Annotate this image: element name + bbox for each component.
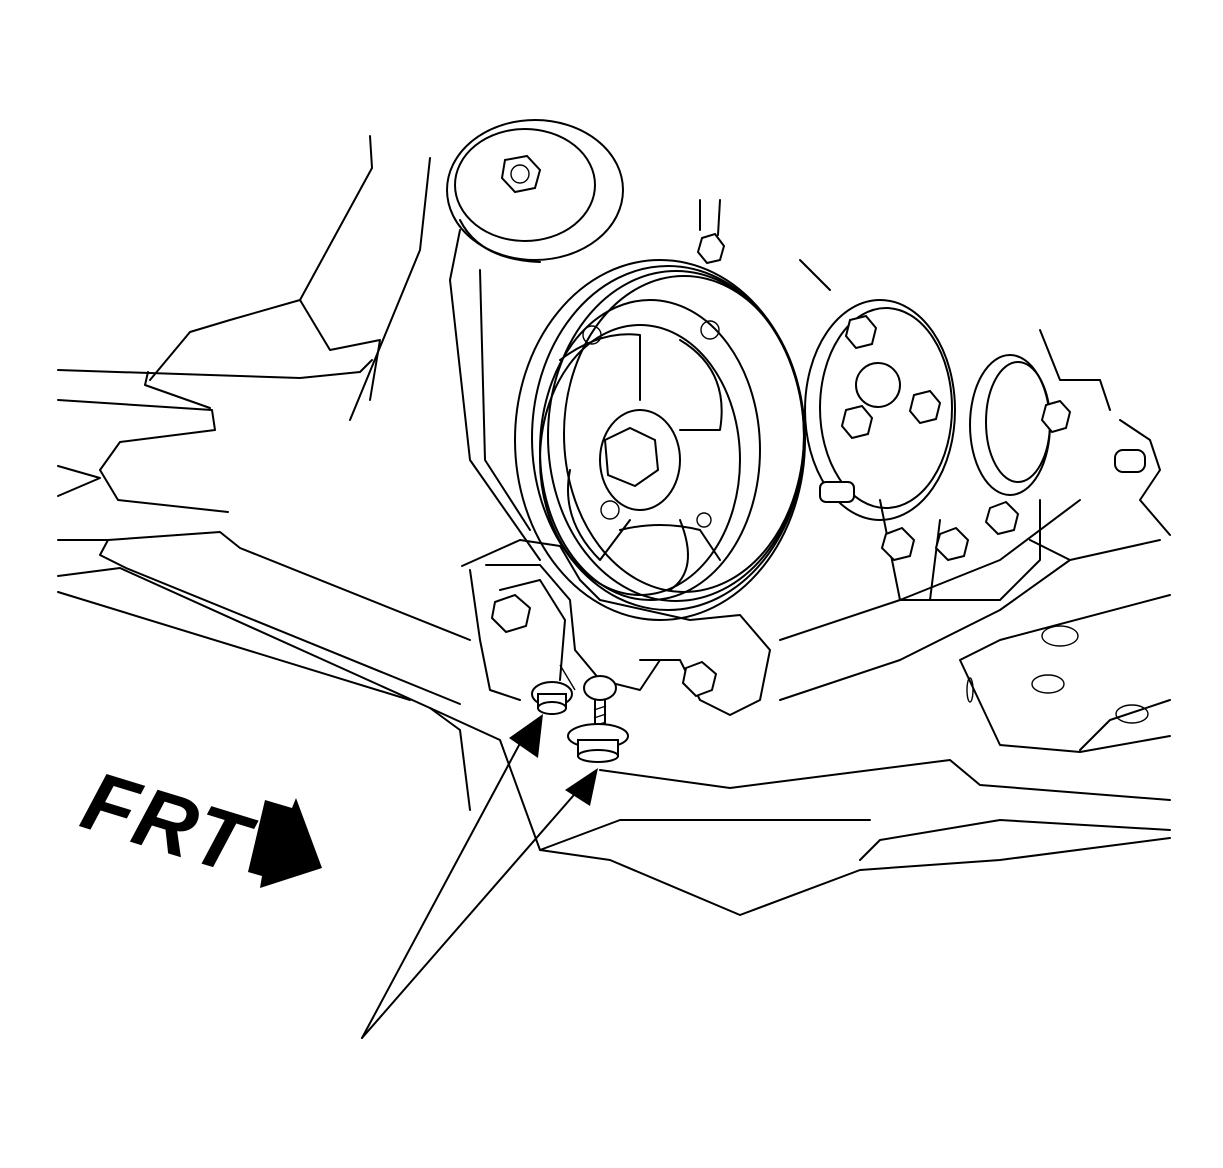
callout-arrow-icon xyxy=(361,714,598,1039)
mount-nuts xyxy=(531,664,629,763)
idler-pulley xyxy=(446,119,624,263)
engine-block xyxy=(149,135,1171,561)
accessory-pulley xyxy=(696,232,1146,521)
crankshaft-pulley xyxy=(514,259,806,621)
front-direction-arrow-icon xyxy=(248,798,322,888)
engine-mount-bracket xyxy=(461,499,1081,716)
subframe xyxy=(57,359,1171,916)
